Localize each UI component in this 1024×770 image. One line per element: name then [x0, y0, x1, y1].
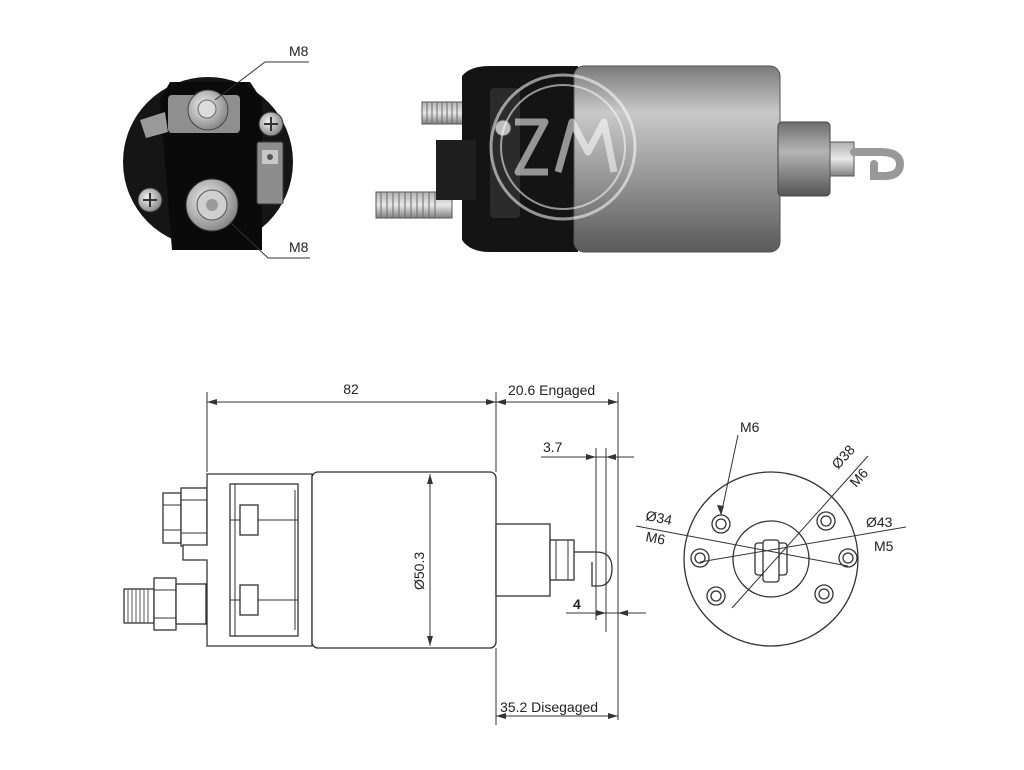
- top-terminal: [140, 89, 240, 138]
- hook-offset-label: 3.7: [543, 439, 563, 455]
- dim-line: [635, 525, 849, 567]
- bottom-terminal-label: M8: [289, 239, 309, 255]
- cap-rivet: [239, 584, 259, 616]
- screw-icon: [137, 187, 163, 213]
- side-view-photo: [375, 65, 905, 253]
- mounting-hole: [690, 548, 710, 568]
- dim-hook-gap: 4: [566, 596, 646, 632]
- terminal-bracket: [436, 140, 476, 200]
- dim-engaged: 20.6 Engaged: [496, 382, 619, 720]
- cap-rivet: [239, 504, 259, 536]
- housing-outline: [311, 471, 497, 649]
- steel-housing: [573, 65, 781, 253]
- spade-terminal: [256, 141, 284, 205]
- dim-disengaged: 35.2 Disegaged: [495, 648, 618, 725]
- dim-line: [699, 526, 907, 563]
- length-label: 82: [343, 381, 359, 397]
- upper-stud: [421, 101, 469, 125]
- dim-length: 82: [206, 381, 497, 472]
- d38-label: Ø38: [828, 441, 858, 472]
- m6-right-label: M6: [846, 465, 871, 490]
- plunger-hook: [850, 148, 905, 180]
- screw-icon: [258, 111, 284, 137]
- plunger-nut-outline: [549, 539, 575, 581]
- plunger-slot: [762, 539, 780, 583]
- m6-left-label: M6: [644, 528, 666, 547]
- terminal-tab: [140, 112, 168, 138]
- dim-hook-offset: 3.7: [541, 439, 634, 620]
- mounting-hole: [711, 514, 731, 534]
- disengaged-label: 35.2 Disegaged: [500, 699, 598, 715]
- cap-detail: [490, 88, 520, 218]
- top-hole-label: M6: [740, 419, 760, 435]
- dim-line: [731, 455, 869, 609]
- mounting-hole: [706, 586, 726, 606]
- d34-label: Ø34: [644, 507, 673, 528]
- engaged-label: 20.6 Engaged: [508, 382, 595, 398]
- plunger-outline: [495, 523, 551, 597]
- zm-watermark-logo: [489, 73, 637, 221]
- dim-diameter: Ø50.3: [411, 474, 433, 646]
- end-view-photo: M8 M8: [123, 43, 310, 259]
- leader-line: [214, 61, 309, 101]
- leader-line: [720, 434, 739, 516]
- end-view-drawing: M6 Ø38 M6 Ø34 M6 Ø43 M5: [635, 419, 907, 647]
- hook-gap-label: 4: [573, 596, 581, 612]
- diameter-label: Ø50.3: [411, 552, 427, 590]
- side-view-drawing: 82 20.6 Engaged 3.7 4 35.2 Disegaged: [123, 381, 646, 725]
- top-terminal-label: M8: [289, 43, 309, 59]
- mounting-hole: [816, 511, 836, 531]
- leader-line: [229, 221, 310, 259]
- d43-label: Ø43: [866, 514, 893, 530]
- m5-label: M5: [874, 538, 894, 554]
- hook-outline: [574, 551, 613, 587]
- bottom-terminal: [185, 178, 239, 232]
- upper-stud-drawing: [162, 487, 208, 547]
- mounting-hole: [838, 548, 858, 568]
- plunger-nut: [829, 141, 855, 177]
- plunger: [777, 121, 831, 197]
- mounting-hole: [814, 584, 834, 604]
- lower-stud-drawing: [123, 577, 207, 631]
